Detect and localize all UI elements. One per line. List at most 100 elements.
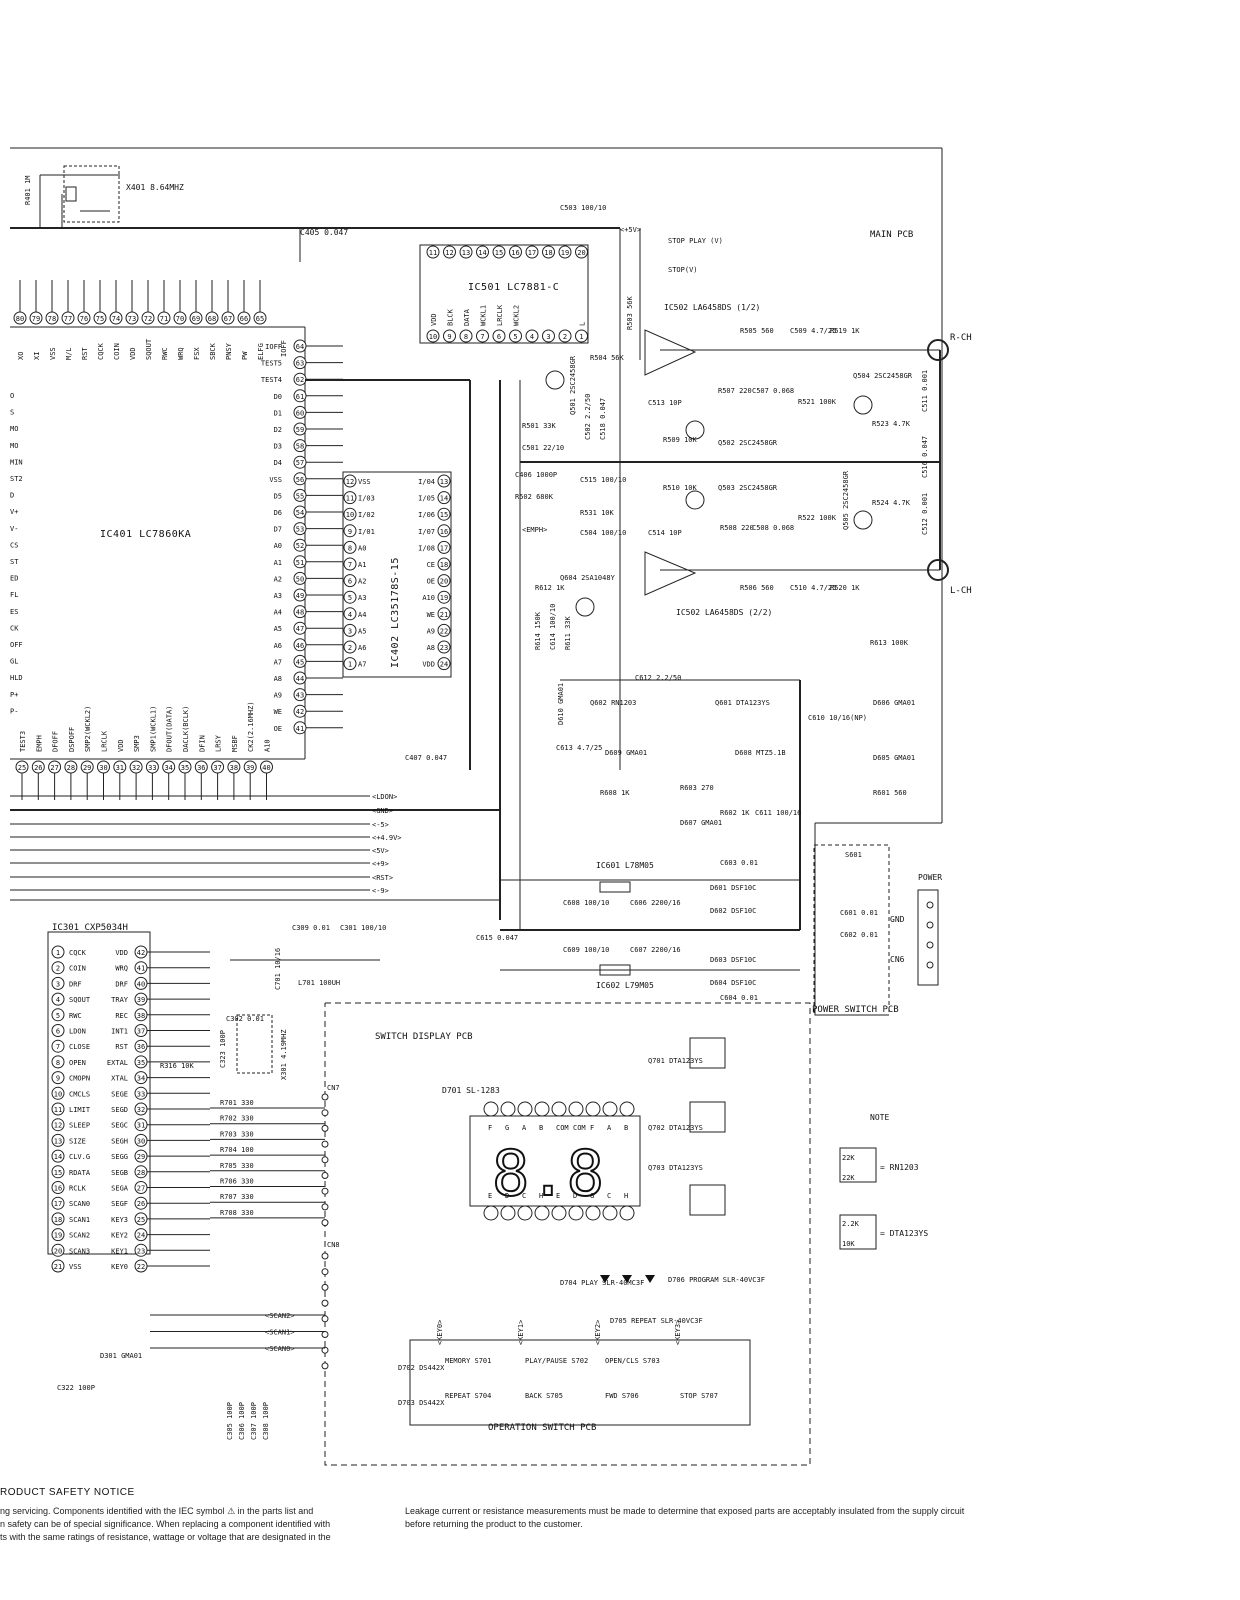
ic301-right-pin-label: SEGB: [111, 1169, 128, 1177]
ic301-left-pin-label: RDATA: [69, 1169, 91, 1177]
ic301-pin-18-num: 18: [54, 1216, 62, 1224]
ic401-pin-31-num: 31: [116, 764, 124, 772]
ic301-pin-14-num: 14: [54, 1153, 62, 1161]
audio-label-c514: C514 10P: [648, 529, 682, 537]
ic402-left-pin-label: A6: [358, 644, 366, 652]
power-label-c301: C301 100/10: [340, 924, 386, 932]
ic402-pin-10: [343, 507, 357, 521]
ic402-pin-6-num: 6: [348, 578, 352, 586]
ic401-pin-28-num: 28: [67, 764, 75, 772]
ic301-pin-10: [51, 1086, 65, 1100]
ic401-right-pin-label: A3: [274, 592, 282, 600]
ic301-left-pin-label: SIZE: [69, 1137, 86, 1145]
ic401-pin-77-num: 77: [64, 315, 72, 323]
ic301-pin-17: [51, 1196, 65, 1210]
connector-dots: [321, 1093, 329, 1370]
ic401-pin-66-num: 66: [240, 315, 248, 323]
bus-labels: <LDON><GND><-5><+4.9V><5V><+9><RST><-9>: [372, 793, 402, 895]
audio-label-q501: Q501 2SC2458GR: [569, 355, 577, 415]
ic401-right-pin-label: A6: [274, 642, 282, 650]
ic301-right-pin-label: SEGD: [111, 1106, 128, 1114]
power-label-c603: C603 0.01: [720, 859, 758, 867]
audio-label-c503: C503 100/10: [560, 204, 606, 212]
ic401-pin-49-num: 49: [296, 592, 304, 600]
bus-label: <-5>: [372, 821, 389, 829]
ic401-right-pin-label: D5: [274, 492, 282, 500]
ic401-bottom-pin-label: LRSY: [215, 734, 223, 752]
ic301-pin-15: [51, 1165, 65, 1179]
power-label-d604: D604 DSF10C: [710, 979, 756, 987]
ic301-pin-3: [51, 976, 65, 990]
ic501-pin-14: [476, 245, 489, 259]
ic401-pin-50-num: 50: [296, 575, 304, 583]
ic301-pin-7-num: 7: [56, 1043, 60, 1051]
ic402-pin-9-num: 9: [348, 528, 352, 536]
audio-label-stop_v: STOP(V): [668, 266, 698, 274]
audio-label-r519: R519 1K: [830, 327, 860, 335]
d701-label: D701 SL-1283: [442, 1086, 500, 1095]
ic301-pin-38-num: 38: [137, 1012, 145, 1020]
ic501-pin-label: WCKL1: [480, 305, 488, 326]
ic401-top-pin-label: PNSY: [225, 342, 233, 360]
ic301-left-pin-label: DRF: [69, 980, 82, 988]
ic402-pin-23-num: 23: [440, 644, 448, 652]
power-label-c322: C322 100P: [57, 1384, 95, 1392]
display-label-q702: Q702 DTA123YS: [648, 1124, 703, 1132]
ic402-pin-21: [437, 607, 451, 621]
ic301-pin-25-num: 25: [137, 1216, 145, 1224]
scan-labels: <SCAN2><SCAN1><SCAN0>: [150, 1312, 325, 1353]
ic301-pin-1-num: 1: [56, 949, 60, 957]
ic602-label: IC602 L79M05: [596, 981, 654, 990]
ic401-title: IC401 LC7860KA: [100, 529, 191, 540]
power-label-c30x: C307 100P: [250, 1402, 258, 1440]
audio-label-r503: R503 56K: [626, 295, 634, 330]
bus-label: <+9>: [372, 860, 389, 868]
ic402-pin-11-num: 11: [346, 495, 354, 503]
ic301-right-pin-label: DRF: [115, 980, 128, 988]
ic501-pin-20-num: 20: [577, 249, 585, 257]
ic401-pin-64-num: 64: [296, 343, 304, 351]
ic301-pin-2-num: 2: [56, 965, 60, 973]
ic301-right-pin-label: SEGH: [111, 1137, 128, 1145]
audio-label-plus5v: <+5V>: [620, 226, 641, 234]
ic401-pin-78-num: 78: [48, 315, 56, 323]
ic401-pin-80-num: 80: [16, 315, 24, 323]
power-label-r612: R612 1K: [535, 584, 565, 592]
ic301-pin-5-num: 5: [56, 1012, 60, 1020]
ic401-top-pin-label: COIN: [113, 343, 121, 360]
ic501-pin-9-num: 9: [447, 333, 451, 341]
ic401-pin-39-num: 39: [246, 764, 254, 772]
key-label-s704: REPEAT S704: [445, 1392, 491, 1400]
res-column-label: R706 330: [220, 1178, 254, 1186]
ic501-pin-13-num: 13: [462, 249, 470, 257]
ic301-pin-8: [51, 1055, 65, 1069]
ic301-pin-10-num: 10: [54, 1090, 62, 1098]
ic401-left-pin-label: S: [10, 409, 14, 417]
ic402-pin-13-num: 13: [440, 478, 448, 486]
ic301-pin-39-num: 39: [137, 996, 145, 1004]
bus-label: <RST>: [372, 874, 393, 882]
power-switch-label: POWER SWITCH PCB: [812, 1005, 899, 1015]
audio-label-r524: R524 4.7K: [872, 499, 911, 507]
cn6-label: CN6: [890, 955, 905, 964]
ic402-pin-10-num: 10: [346, 511, 354, 519]
audio-label-stop_play: STOP PLAY (V): [668, 237, 723, 245]
ic402-left-pin-label: A1: [358, 561, 366, 569]
audio-label-r504: R504 56K: [590, 354, 625, 362]
ic301-pin-4: [51, 992, 65, 1006]
ic401-top-pin-label: VDD: [129, 347, 137, 360]
ic301-left-pin-label: SLEEP: [69, 1122, 90, 1130]
ic401-bottom-pin-label: DFOFF: [52, 731, 60, 752]
ic401-right-pin-label: D2: [274, 426, 282, 434]
audio-label-r508: R508 220: [720, 524, 754, 532]
ic501-pin-16: [509, 245, 522, 259]
ic402-pin-14-num: 14: [440, 495, 448, 503]
display-label-q703: Q703 DTA123YS: [648, 1164, 703, 1172]
ic301-right-pin-label: EXTAL: [107, 1059, 128, 1067]
audio-label-q503: Q503 2SC2458GR: [718, 484, 778, 492]
ic501-body: [419, 244, 589, 344]
ic501-pin-6-num: 6: [497, 333, 501, 341]
ic301-pin-24-num: 24: [137, 1232, 145, 1240]
